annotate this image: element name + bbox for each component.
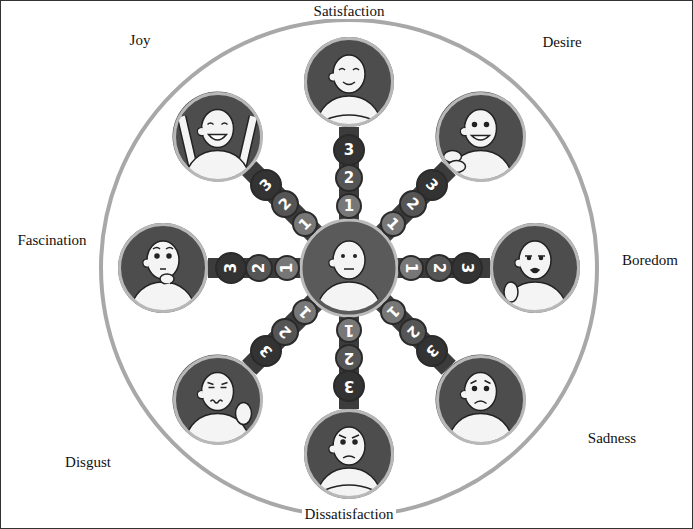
emotion-label: Dissatisfaction [302,506,395,523]
emotion-circle: Dissatisfaction [304,409,394,499]
disgust-figure [173,355,263,450]
intensity-bubble: 3 [333,134,365,166]
emotion-label: Desire [540,34,583,51]
outer-ring [101,20,597,516]
intensity-number: 2 [276,323,294,341]
intensity-number: 3 [423,342,441,360]
intensity-number: 1 [384,215,402,233]
joy-figure [173,92,263,187]
intensity-bubble: 3 [451,252,483,284]
emotion-label: Fascination [15,232,88,249]
intensity-bubble: 1 [336,317,362,343]
emotion-circle: Sadness [436,355,526,445]
intensity-number: 1 [344,323,354,338]
emotion-circle: Fascination [118,223,208,313]
boredom-figure [490,223,580,318]
intensity-number: 2 [432,263,447,273]
dissatisfaction-figure [304,409,394,504]
intensity-number: 1 [296,215,314,233]
intensity-bubble: 1 [336,193,362,219]
intensity-bubble: 1 [274,255,300,281]
intensity-bubble: 2 [335,344,363,372]
satisfaction-figure [304,37,394,132]
emotion-circle: Disgust [173,355,263,445]
intensity-number: 3 [460,263,475,273]
intensity-number: 3 [423,176,441,194]
intensity-number: 3 [344,143,354,158]
intensity-number: 1 [404,263,419,273]
intensity-number: 1 [344,199,354,214]
intensity-number: 3 [257,342,275,360]
emotion-circle: Boredom [490,223,580,313]
fascination-figure [118,223,208,318]
intensity-number: 2 [252,263,267,273]
intensity-number: 1 [280,263,295,273]
emotion-label: Satisfaction [312,3,387,20]
intensity-bubble: 3 [215,252,247,284]
intensity-bubble: 3 [333,370,365,402]
intensity-bubble: 2 [425,254,453,282]
emotion-circle: Satisfaction [304,37,394,127]
emotion-label: Joy [128,32,153,49]
desire-figure [436,92,526,187]
intensity-number: 2 [344,351,354,366]
intensity-bubble: 1 [398,255,424,281]
intensity-number: 1 [384,303,402,321]
intensity-bubble: 2 [245,254,273,282]
intensity-number: 2 [344,171,354,186]
intensity-number: 1 [296,303,314,321]
intensity-number: 2 [276,195,294,213]
emotion-circle: Desire [436,92,526,182]
intensity-number: 3 [224,263,239,273]
emotion-label: Boredom [620,252,680,269]
intensity-number: 3 [344,379,354,394]
intensity-bubble: 2 [335,164,363,192]
spokes [208,127,490,409]
emotion-label: Sadness [586,430,638,447]
emotion-label: Disgust [63,454,113,471]
intensity-number: 3 [257,176,275,194]
sadness-figure [436,355,526,450]
intensity-number: 2 [404,323,422,341]
intensity-number: 2 [404,195,422,213]
emotion-circle: Joy [173,92,263,182]
